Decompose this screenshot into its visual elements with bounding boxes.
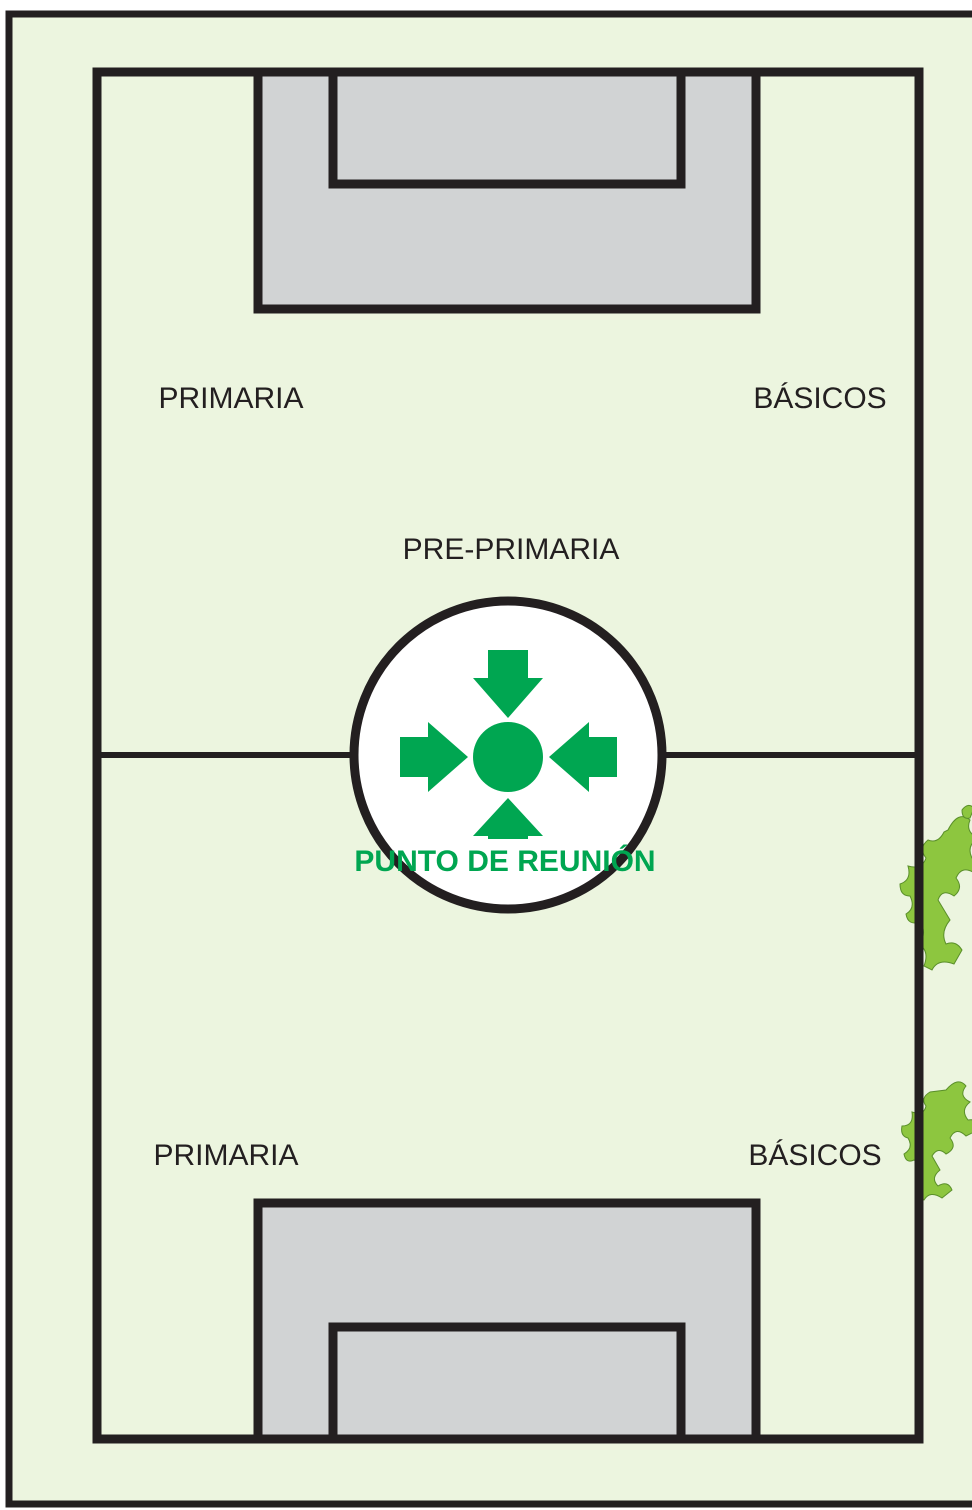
- zone-label-bottom-right: BÁSICOS: [748, 1139, 881, 1172]
- zone-label-top-right: BÁSICOS: [753, 382, 886, 415]
- top-goal-area: [328, 67, 686, 189]
- zone-label-bottom-left: PRIMARIA: [153, 1139, 298, 1172]
- zone-label-top-left: PRIMARIA: [158, 382, 303, 415]
- meeting-point-label: PUNTO DE REUNIÓN: [354, 844, 655, 878]
- bottom-goal-area: [328, 1322, 686, 1444]
- arrow-left-icon: [549, 722, 617, 792]
- arrow-down-icon: [473, 650, 543, 718]
- zone-label-center-top: PRE-PRIMARIA: [403, 533, 620, 566]
- plant-icon: [899, 804, 972, 971]
- assembly-center-dot: [473, 722, 543, 792]
- assembly-point-icon: [400, 650, 617, 840]
- arrow-up-icon: [473, 798, 543, 839]
- arrow-right-icon: [400, 722, 468, 792]
